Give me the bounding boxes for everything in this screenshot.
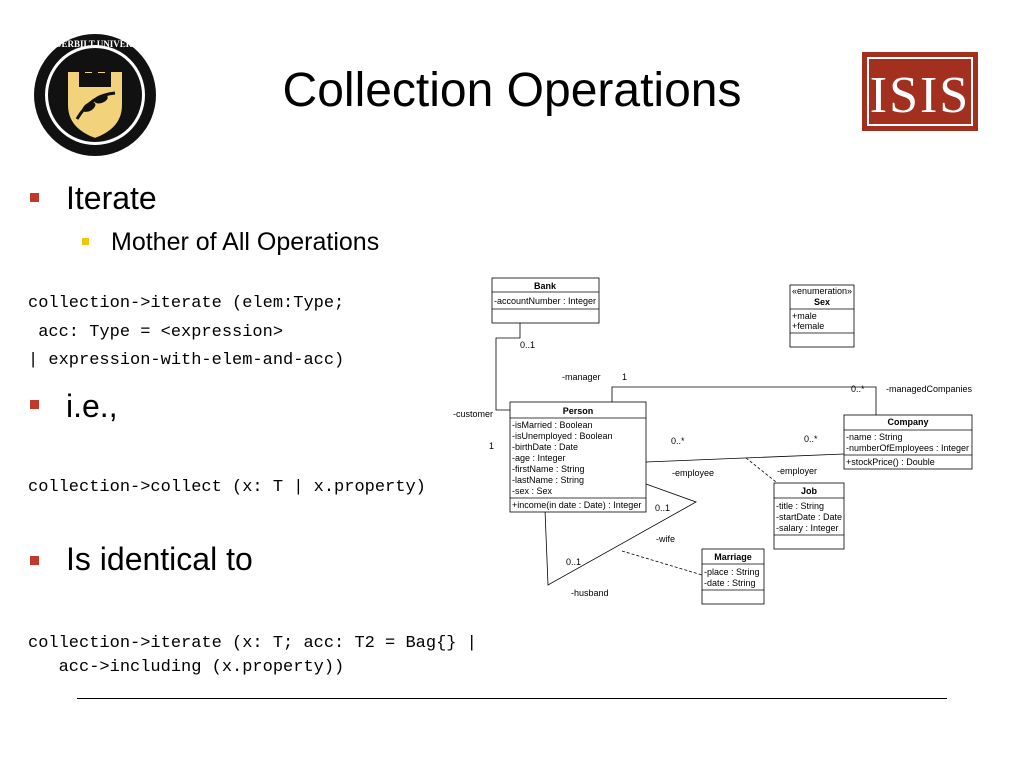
company-name: Company [887,417,928,427]
logo-left-text: VANDERBILT UNIVERSITY [37,39,154,49]
person-name: Person [563,406,594,416]
label-bank-mult: 0..1 [520,340,535,350]
person-attr: -firstName : String [512,464,585,474]
job-attr: -title : String [776,501,824,511]
label-husband-mult: 0..1 [566,557,581,567]
isis-logo: ISIS [862,52,978,131]
bullet-marker [30,193,39,202]
bullet-identical: Is identical to [66,541,253,577]
sex-name: Sex [814,297,830,307]
sub-bullet-marker [82,238,89,245]
uml-class-marriage: Marriage -place : String -date : String [701,548,765,605]
marriage-name: Marriage [714,552,752,562]
marriage-attr: -place : String [704,567,760,577]
bank-name: Bank [534,281,557,291]
job-name: Job [801,486,818,496]
code-collect: collection->collect (x: T | x.property) [28,478,426,497]
company-op: +stockPrice() : Double [846,457,935,467]
sex-attr: +male [792,311,817,321]
label-manager-mult: 1 [622,372,627,382]
label-managed: -managedCompanies [886,384,973,394]
uml-enum-sex: «enumeration» Sex +male +female [789,284,855,348]
person-attr: -sex : Sex [512,486,553,496]
label-employee: -employee [672,468,714,478]
bullet-marker [30,556,39,565]
label-emp-company-mult: 0..* [804,434,818,444]
bullet-marker [30,400,39,409]
label-customer-mult: 1 [489,441,494,451]
code-equiv-line1: collection->iterate (x: T; acc: T2 = Bag… [28,634,477,653]
label-customer: -customer [453,409,493,419]
label-wife-mult: 0..1 [655,503,670,513]
company-attr: -numberOfEmployees : Integer [846,443,969,453]
uml-class-job: Job -title : String -startDate : Date -s… [773,482,845,550]
code-iterate-line1: collection->iterate (elem:Type; [28,294,345,313]
label-employer: -employer [777,466,817,476]
person-attr: -birthDate : Date [512,442,578,452]
company-attr: -name : String [846,432,903,442]
sub-bullet-mother: Mother of All Operations [111,228,380,256]
label-manager: -manager [562,372,601,382]
slide-title: Collection Operations [282,64,742,117]
person-attr: -age : Integer [512,453,566,463]
person-attr: -isUnemployed : Boolean [512,431,613,441]
job-attr: -startDate : Date [776,512,842,522]
footer-divider [77,698,947,699]
label-husband: -husband [571,588,609,598]
person-attr: -lastName : String [512,475,584,485]
logo-right-text: ISIS [870,67,970,124]
uml-class-diagram: Bank -accountNumber : Integer «enumerati… [453,277,973,605]
uml-class-person: Person -isMarried : Boolean -isUnemploye… [509,401,647,513]
label-wife: -wife [656,534,675,544]
bank-attr: -accountNumber : Integer [494,296,596,306]
bullet-iterate: Iterate [66,180,157,216]
uml-class-company: Company -name : String -numberOfEmployee… [843,414,973,470]
person-attr: -isMarried : Boolean [512,420,593,430]
code-equiv-line2: acc->including (x.property)) [28,658,345,677]
uml-class-bank: Bank -accountNumber : Integer [491,277,600,324]
label-emp-person-mult: 0..* [671,436,685,446]
sex-attr: +female [792,321,824,331]
sex-stereotype: «enumeration» [792,286,852,296]
marriage-attr: -date : String [704,578,756,588]
person-op: +income(in date : Date) : Integer [512,500,641,510]
label-managed-mult: 0..* [851,384,865,394]
job-attr: -salary : Integer [776,523,839,533]
code-iterate-line3: | expression-with-elem-and-acc) [28,351,345,370]
vanderbilt-logo: VANDERBILT UNIVERSITY [34,34,156,156]
bullet-ie: i.e., [66,388,118,424]
code-iterate-line2: acc: Type = <expression> [28,323,284,342]
